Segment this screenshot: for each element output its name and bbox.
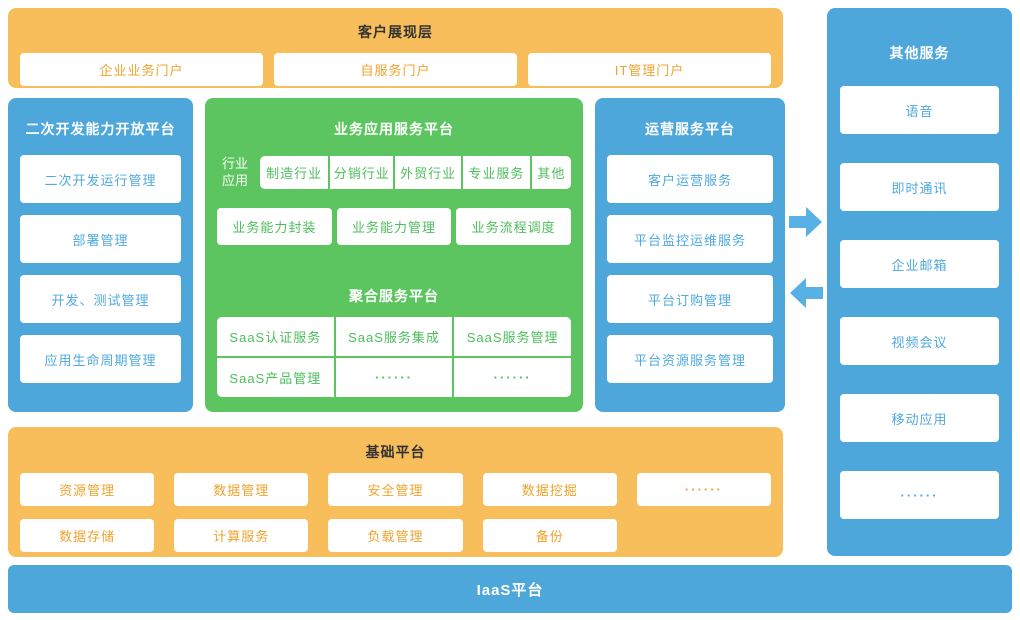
ops-platform-panel: 运营服务平台 客户运营服务 平台监控运维服务 平台订购管理 平台资源服务管理 [595, 98, 785, 412]
node-voice: 语音 [840, 86, 999, 134]
iaas-platform-title: IaaS平台 [476, 581, 544, 599]
dev-platform-items: 二次开发运行管理 部署管理 开发、测试管理 应用生命周期管理 [20, 155, 181, 383]
node-enterprise-business-portal: 企业业务门户 [20, 53, 263, 86]
node-capability-packaging: 业务能力封装 [217, 207, 332, 245]
iaas-platform-banner: IaaS平台 [8, 565, 1012, 613]
node-compute-service: 计算服务 [174, 519, 309, 552]
other-services-title: 其他服务 [889, 45, 950, 61]
base-platform-title: 基础平台 [365, 444, 426, 460]
arrow-left-icon [790, 278, 823, 308]
node-saas-auth-service: SaaS认证服务 [217, 316, 334, 356]
ops-platform-items: 客户运营服务 平台监控运维服务 平台订购管理 平台资源服务管理 [607, 155, 773, 383]
node-deploy-management: 部署管理 [20, 215, 181, 263]
node-process-scheduling: 业务流程调度 [456, 207, 572, 245]
base-platform-panel: 基础平台 资源管理 数据管理 安全管理 数据挖掘 ······ 数据存储 计算服… [8, 427, 783, 557]
node-mobile-app: 移动应用 [840, 394, 999, 442]
node-saas-service-integration: SaaS服务集成 [335, 316, 453, 356]
node-professional-services: 专业服务 [462, 156, 530, 190]
node-platform-order-management: 平台订购管理 [607, 275, 773, 323]
node-foreign-trade-industry: 外贸行业 [395, 156, 461, 190]
base-platform-grid: 资源管理 数据管理 安全管理 数据挖掘 ······ 数据存储 计算服务 负载管… [20, 473, 771, 552]
dev-platform-panel: 二次开发能力开放平台 二次开发运行管理 部署管理 开发、测试管理 应用生命周期管… [8, 98, 193, 412]
node-enterprise-email: 企业邮箱 [840, 240, 999, 288]
node-platform-resource-service: 平台资源服务管理 [607, 335, 773, 383]
aggregation-platform-title: 聚合服务平台 [349, 287, 439, 304]
presentation-layer-items: 企业业务门户 自服务门户 IT管理门户 [8, 53, 783, 86]
node-video-conference: 视频会议 [840, 317, 999, 365]
node-load-management: 负载管理 [328, 519, 463, 552]
other-services-panel: 其他服务 语音 即时通讯 企业邮箱 视频会议 移动应用 ······ [827, 8, 1012, 556]
node-dev-test-management: 开发、测试管理 [20, 275, 181, 323]
node-data-storage: 数据存储 [20, 519, 155, 552]
node-other-ellipsis: ······ [840, 471, 999, 519]
node-app-lifecycle-management: 应用生命周期管理 [20, 335, 181, 383]
node-saas-product-management: SaaS产品管理 [217, 357, 334, 397]
node-data-mining: 数据挖掘 [482, 473, 617, 506]
presentation-layer-title: 客户展现层 [358, 24, 433, 40]
node-resource-management: 资源管理 [20, 473, 155, 506]
node-security-management: 安全管理 [328, 473, 463, 506]
node-data-management: 数据管理 [174, 473, 309, 506]
saas-grid: SaaS认证服务 SaaS服务集成 SaaS服务管理 SaaS产品管理 ····… [217, 316, 571, 397]
node-backup: 备份 [482, 519, 617, 552]
node-manufacturing-industry: 制造行业 [260, 156, 329, 190]
industry-row: 行业应用 制造行业 分销行业 外贸行业 专业服务 其他 [217, 156, 571, 190]
other-services-items: 语音 即时通讯 企业邮箱 视频会议 移动应用 ······ [840, 86, 999, 519]
industry-apps-label: 行业应用 [221, 156, 248, 188]
business-platform-panel: 业务应用服务平台 行业应用 制造行业 分销行业 外贸行业 专业服务 其他 业务能… [205, 98, 583, 412]
ops-platform-title: 运营服务平台 [645, 121, 735, 137]
node-distribution-industry: 分销行业 [330, 156, 394, 190]
node-other-industry: 其他 [531, 156, 571, 190]
node-capability-management: 业务能力管理 [336, 207, 452, 245]
node-it-management-portal: IT管理门户 [528, 53, 771, 86]
node-base-ellipsis: ······ [636, 473, 771, 506]
node-saas-ellipsis-1: ······ [335, 357, 453, 397]
business-platform-title: 业务应用服务平台 [334, 121, 454, 137]
node-dev-run-management: 二次开发运行管理 [20, 155, 181, 203]
industry-segments: 制造行业 分销行业 外贸行业 专业服务 其他 [260, 156, 571, 190]
dev-platform-title: 二次开发能力开放平台 [25, 121, 176, 137]
presentation-layer-panel: 客户展现层 企业业务门户 自服务门户 IT管理门户 [8, 8, 783, 88]
node-self-service-portal: 自服务门户 [274, 53, 517, 86]
arrow-right-icon [789, 207, 822, 237]
node-customer-ops-service: 客户运营服务 [607, 155, 773, 203]
node-instant-messaging: 即时通讯 [840, 163, 999, 211]
node-saas-ellipsis-2: ······ [454, 357, 571, 397]
node-saas-service-management: SaaS服务管理 [454, 316, 571, 356]
capability-row: 业务能力封装 业务能力管理 业务流程调度 [217, 207, 572, 245]
node-platform-monitoring-service: 平台监控运维服务 [607, 215, 773, 263]
